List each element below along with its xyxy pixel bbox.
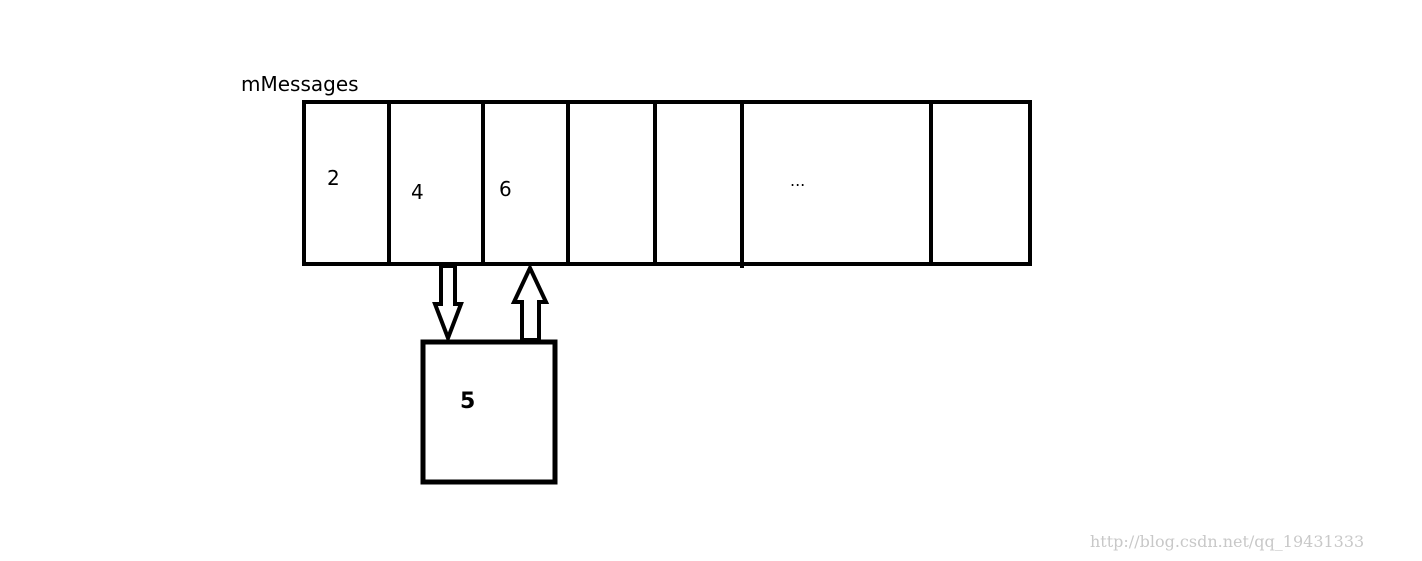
array-title: mMessages	[241, 72, 359, 96]
cell-label: 6	[499, 177, 512, 201]
cell-label: ...	[790, 171, 805, 190]
inserted-element-box	[420, 339, 558, 485]
down-arrow-icon	[432, 264, 464, 344]
array-outline	[302, 100, 1032, 266]
cell-label: 2	[327, 166, 340, 190]
up-arrow-icon	[510, 263, 550, 342]
inserted-element-label: 5	[460, 389, 475, 414]
cell-label: 4	[411, 180, 424, 204]
cell-dividers	[387, 102, 933, 268]
watermark-text: http://blog.csdn.net/qq_19431333	[1090, 532, 1364, 551]
cell-labels: 2 4 6 ...	[327, 166, 805, 204]
